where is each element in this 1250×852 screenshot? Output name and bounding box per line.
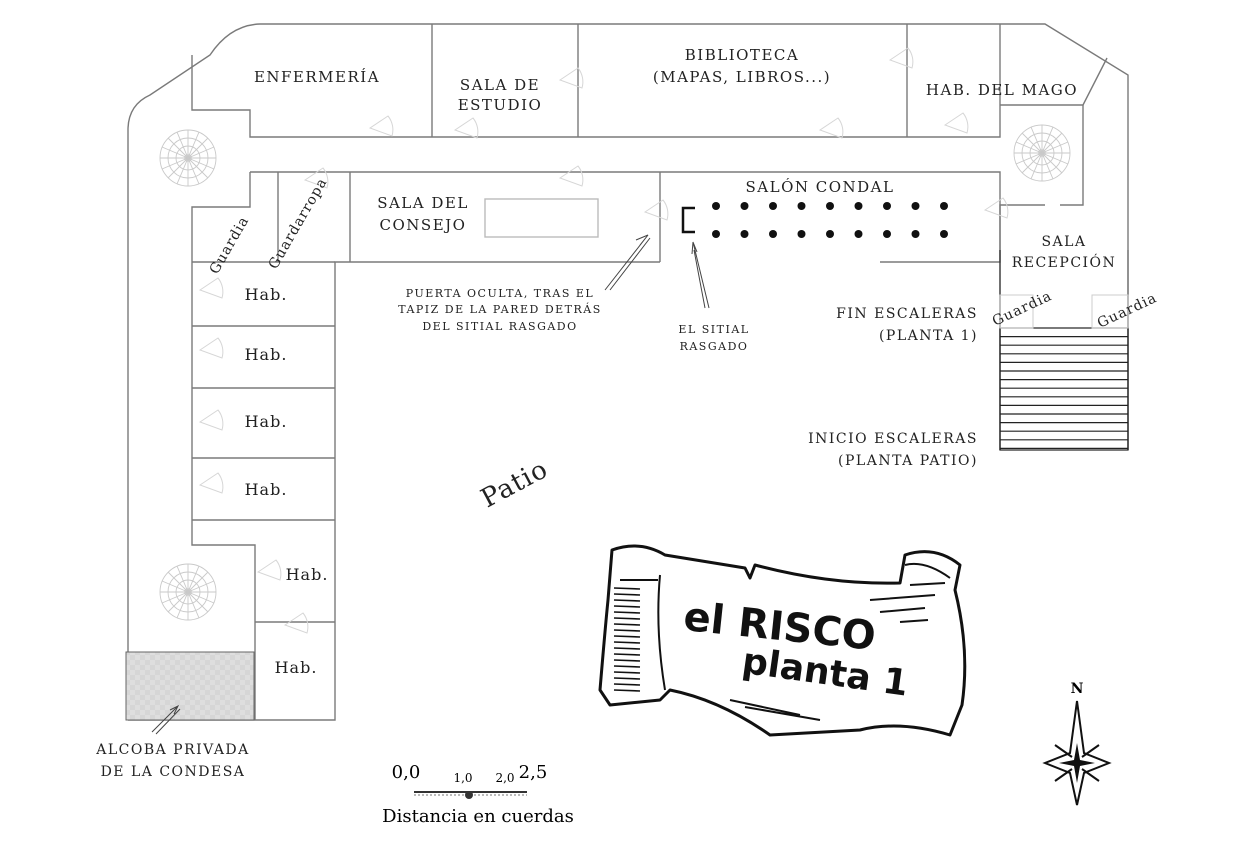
scroll-stripe bbox=[613, 611, 641, 614]
scroll-stripe bbox=[613, 587, 641, 590]
column-icon bbox=[797, 202, 806, 210]
title-scroll-banner: el RISCO planta 1 bbox=[598, 544, 967, 737]
room-label-hab: Hab. bbox=[245, 412, 288, 431]
annotation-inicio-escaleras: INICIO ESCALERAS bbox=[808, 431, 978, 447]
scroll-stripe bbox=[613, 665, 641, 668]
scale-caption: Distancia en cuerdas bbox=[382, 806, 574, 827]
scroll-stripe bbox=[613, 689, 641, 692]
room-label-guardia: Guardia bbox=[207, 214, 253, 277]
column-icon bbox=[940, 202, 948, 210]
straight-stairs bbox=[999, 327, 1129, 451]
scale-tick-label: 2,5 bbox=[519, 762, 548, 783]
scroll-stripe bbox=[613, 647, 641, 650]
column-icon bbox=[854, 230, 863, 238]
column-icon bbox=[911, 202, 920, 210]
annotation-puerta-oculta: TAPIZ DE LA PARED DETRÁS bbox=[398, 302, 602, 316]
column-icon bbox=[854, 202, 863, 210]
annotation-fin-escaleras: (PLANTA 1) bbox=[879, 328, 978, 344]
room-label-biblioteca: BIBLIOTECA bbox=[685, 46, 799, 64]
room-label-sala-recepcion: SALA bbox=[1041, 234, 1086, 250]
column-icon bbox=[883, 230, 891, 238]
room-label-hab: Hab. bbox=[245, 345, 288, 364]
arrow-icon bbox=[604, 234, 651, 291]
area-label-patio: Patio bbox=[476, 454, 553, 514]
room-label-enfermeria: ENFERMERÍA bbox=[254, 68, 380, 86]
column-icon bbox=[883, 202, 891, 210]
salon-columns bbox=[712, 202, 948, 238]
scroll-stripe bbox=[613, 671, 641, 674]
spiral-stair-icon bbox=[159, 563, 217, 621]
annotation-puerta-oculta: PUERTA OCULTA, TRAS EL bbox=[406, 287, 595, 300]
sitial-throne-icon bbox=[681, 206, 695, 234]
annotation-puerta-oculta: DEL SITIAL RASGADO bbox=[422, 320, 577, 333]
scroll-stripe bbox=[613, 659, 641, 662]
spiral-stair-icon bbox=[1013, 124, 1071, 182]
room-label-biblioteca: (MAPAS, LIBROS...) bbox=[653, 68, 831, 86]
scroll-stripe bbox=[613, 683, 641, 686]
annotation-fin-escaleras: FIN ESCALERAS bbox=[836, 306, 978, 322]
column-icon bbox=[826, 230, 834, 238]
scroll-stripe bbox=[613, 593, 641, 596]
scale-tick-label: 2,0 bbox=[495, 771, 514, 785]
room-label-hab: Hab. bbox=[275, 658, 318, 677]
scroll-stripe bbox=[613, 653, 641, 656]
column-icon bbox=[769, 202, 777, 210]
room-label-sala-recepcion: RECEPCIÓN bbox=[1012, 253, 1117, 271]
alcoba-privada-area bbox=[125, 651, 255, 721]
room-label-guardarropa: Guardarropa bbox=[266, 175, 331, 272]
annotation-alcoba: ALCOBA PRIVADA bbox=[95, 742, 250, 758]
column-icon bbox=[740, 202, 749, 210]
annotation-sitial: EL SITIAL bbox=[678, 323, 749, 336]
compass-rose-icon: N bbox=[1042, 681, 1112, 806]
column-icon bbox=[740, 230, 749, 238]
column-icon bbox=[911, 230, 920, 238]
arrow-icon bbox=[691, 241, 710, 309]
scale-tick-label: 0,0 bbox=[392, 762, 421, 783]
compass-north-label: N bbox=[1071, 681, 1084, 697]
column-icon bbox=[940, 230, 948, 238]
column-icon bbox=[712, 230, 720, 238]
room-label-sala-estudio: ESTUDIO bbox=[458, 96, 543, 114]
scroll-stripe bbox=[613, 623, 641, 626]
room-label-sala-consejo: CONSEJO bbox=[380, 216, 467, 234]
room-label-hab: Hab. bbox=[286, 565, 329, 584]
scroll-stripe bbox=[613, 641, 641, 644]
room-label-sala-estudio: SALA DE bbox=[460, 76, 540, 94]
annotation-inicio-escaleras: (PLANTA PATIO) bbox=[838, 453, 978, 469]
room-label-salon-condal: SALÓN CONDAL bbox=[746, 178, 895, 196]
scroll-stripe bbox=[613, 599, 641, 602]
column-icon bbox=[769, 230, 777, 238]
scroll-stripe bbox=[613, 677, 641, 680]
scale-tick-label: 1,0 bbox=[453, 771, 472, 785]
room-label-sala-consejo: SALA DEL bbox=[377, 194, 469, 212]
column-icon bbox=[826, 202, 834, 210]
annotation-alcoba: DE LA CONDESA bbox=[101, 764, 246, 780]
column-icon bbox=[712, 202, 720, 210]
room-label-hab: Hab. bbox=[245, 285, 288, 304]
annotation-sitial: RASGADO bbox=[680, 340, 749, 353]
room-label-hab-mago: HAB. DEL MAGO bbox=[926, 81, 1078, 99]
room-label-hab: Hab. bbox=[245, 480, 288, 499]
spiral-stair-icon bbox=[159, 129, 217, 187]
scroll-stripe bbox=[613, 605, 641, 608]
column-icon bbox=[797, 230, 806, 238]
scroll-stripe bbox=[613, 635, 641, 638]
scale-bar: 0,0 1,0 2,0 2,5 Distancia en cuerdas bbox=[382, 762, 574, 827]
scroll-stripe bbox=[613, 629, 641, 632]
scroll-stripe bbox=[613, 617, 641, 620]
arrow-icon bbox=[151, 704, 181, 735]
